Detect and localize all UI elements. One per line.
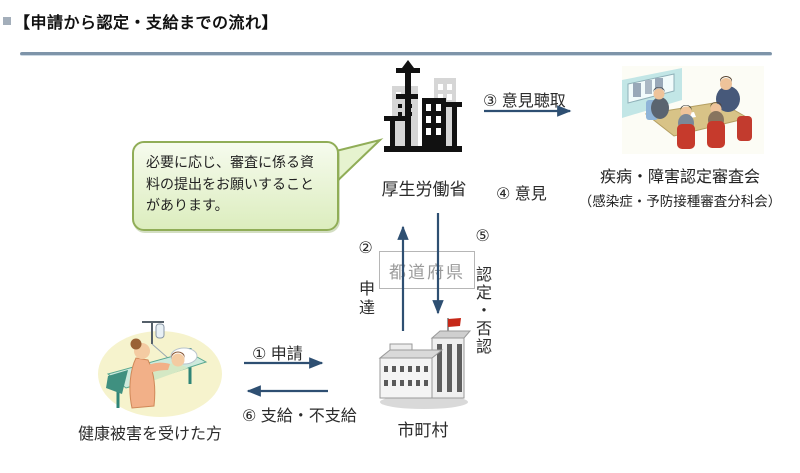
step4-label: ④ 意見 bbox=[496, 186, 547, 203]
committee-label-line1: 疾病・障害認定審査会 bbox=[599, 169, 760, 186]
patient-in-bed-icon bbox=[92, 318, 222, 418]
step5-label: ⑤ 認定・否認 bbox=[473, 226, 490, 356]
step1-label: ① 申請 bbox=[252, 346, 303, 363]
victim-label: 健康被害を受けた方 bbox=[77, 426, 222, 443]
step2-label: ② 申達 bbox=[356, 238, 373, 318]
committee-label-line2: （感染症・予防接種審査分科会） bbox=[578, 194, 782, 209]
square-bullet-icon bbox=[3, 17, 11, 25]
ministry-building-icon bbox=[378, 60, 472, 164]
callout-text-line3: があります。 bbox=[146, 197, 229, 214]
top-divider bbox=[20, 52, 772, 56]
prefecture-box: 都道府県 bbox=[379, 251, 475, 289]
committee-meeting-svg bbox=[622, 66, 764, 154]
municipality-label: 市町村 bbox=[397, 421, 449, 440]
prefecture-label: 都道府県 bbox=[389, 262, 465, 282]
municipality-building-icon bbox=[370, 318, 478, 414]
page-title: 【申請から認定・支給までの流れ】 bbox=[14, 15, 279, 32]
callout-bubble: 必要に応じ、審査に係る資 料の提出をお願いすること があります。 bbox=[132, 141, 339, 231]
callout-text-line1: 必要に応じ、審査に係る資 bbox=[146, 154, 314, 170]
municipality-building-svg bbox=[378, 318, 472, 409]
step3-label: ③ 意見聴取 bbox=[483, 93, 566, 110]
ministry-label: 厚生労働省 bbox=[381, 180, 467, 199]
patient-in-bed-svg bbox=[98, 321, 222, 417]
ministry-building-svg bbox=[384, 60, 462, 152]
step6-label: ⑥ 支給・不支給 bbox=[242, 408, 357, 425]
committee-label: 疾病・障害認定審査会 （感染症・予防接種審査分科会） bbox=[556, 163, 800, 210]
callout-text-line2: 料の提出をお願いすること bbox=[146, 175, 314, 192]
committee-meeting-icon bbox=[622, 66, 764, 154]
